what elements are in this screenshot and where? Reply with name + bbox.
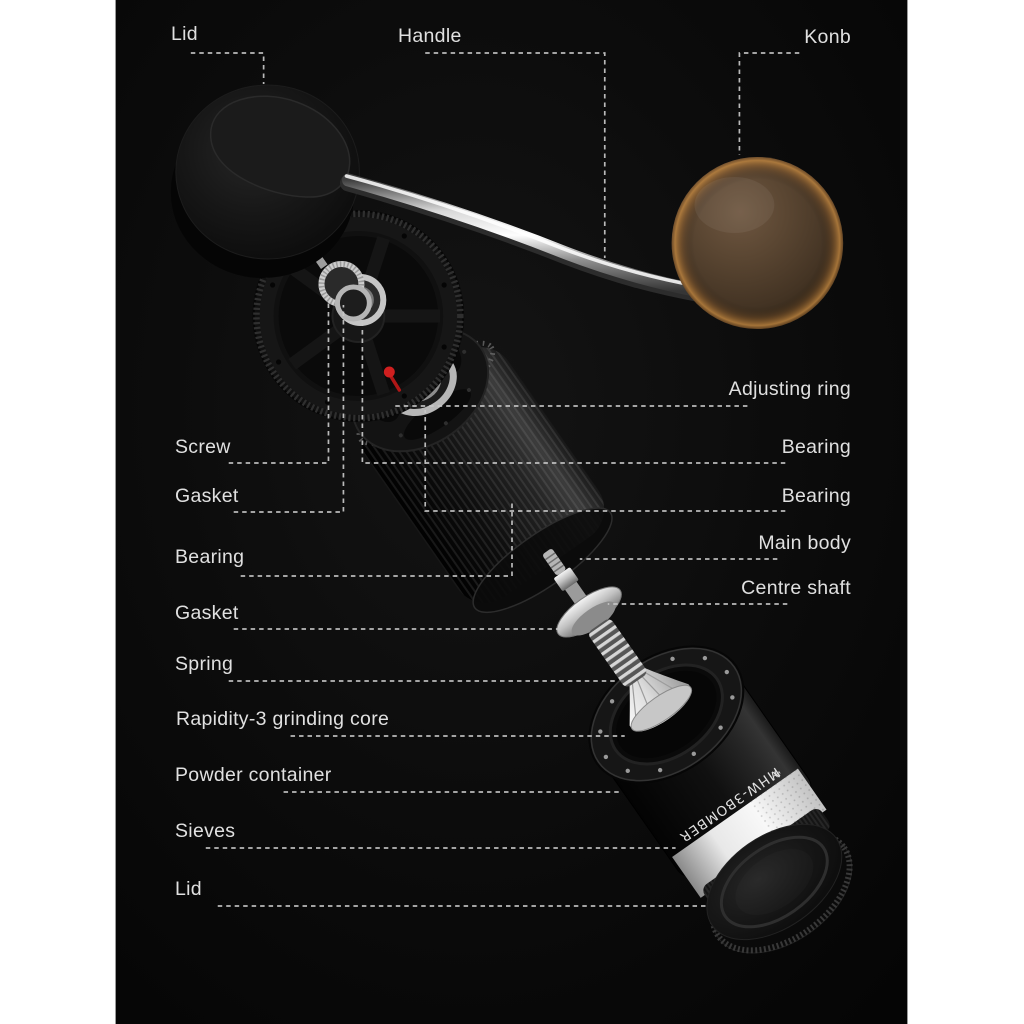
- centre-shaft-part: [543, 549, 647, 687]
- label-lid-top: Lid: [171, 23, 198, 45]
- spring-part: [589, 619, 647, 687]
- label-spring: Spring: [175, 653, 234, 675]
- leader-bearing-left: [240, 502, 513, 577]
- label-main-body: Main body: [758, 532, 851, 554]
- bottom-lid-disc: [706, 823, 853, 954]
- label-adjusting-ring: Adjusting ring: [728, 378, 851, 400]
- top-lid-disc: [170, 84, 360, 278]
- label-sieves: Sieves: [175, 820, 236, 842]
- handle-rod: [339, 173, 710, 303]
- label-bearing-1: Bearing: [781, 436, 851, 458]
- rim-holes: [598, 655, 735, 774]
- label-gasket-1: Gasket: [175, 485, 239, 507]
- label-knob: Konb: [804, 26, 851, 48]
- label-screw: Screw: [175, 436, 231, 458]
- leader-lid-top: [190, 52, 265, 84]
- gasket-part-upper: [318, 261, 372, 322]
- label-grinding-core: Rapidity-3 grinding core: [176, 708, 390, 730]
- red-indicator-pin: [383, 366, 402, 392]
- leader-bearing-mid-right: [424, 410, 786, 512]
- leader-handle: [425, 52, 606, 258]
- leader-lines: [190, 52, 800, 907]
- wood-knob: [671, 157, 844, 329]
- leader-gasket-upper: [233, 305, 345, 513]
- label-bearing-2: Bearing: [781, 485, 851, 507]
- grinder-exploded-photo: MHW-3BOMBER ✈: [115, 0, 908, 1024]
- label-lid-bottom: Lid: [175, 878, 202, 900]
- label-bearing-3: Bearing: [175, 546, 245, 568]
- grinding-core-part: [628, 660, 693, 732]
- label-handle: Handle: [398, 25, 462, 47]
- handle-mount: [210, 95, 351, 198]
- label-gasket-2: Gasket: [175, 602, 239, 624]
- label-centre-shaft: Centre shaft: [741, 577, 851, 599]
- label-powder-container: Powder container: [175, 764, 332, 786]
- leader-knob: [738, 52, 800, 155]
- grinder-illustration: MHW-3BOMBER ✈: [116, 0, 907, 1024]
